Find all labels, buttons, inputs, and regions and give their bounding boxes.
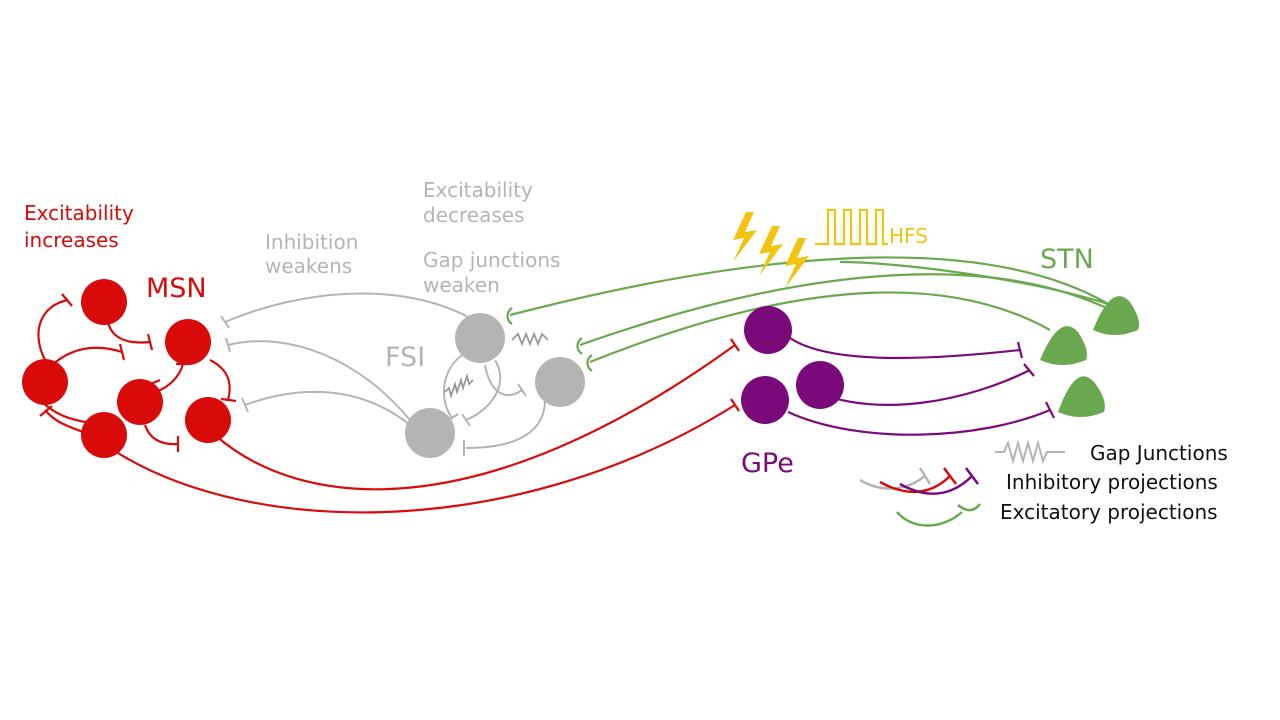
hfs-label: HFS [889, 224, 928, 248]
stn-cells [1040, 296, 1139, 417]
gpe-cells [741, 306, 844, 424]
fsi-excitability-line-2: decreases [423, 203, 524, 227]
legend-excitatory-label: Excitatory projections [1000, 500, 1218, 524]
spring-icon [995, 439, 1065, 465]
pulse-train-icon [815, 208, 888, 246]
fsi-cells [405, 313, 585, 458]
fsi-gap-junctions [444, 331, 549, 400]
diagram-labels: Excitability increases MSN Inhibition we… [24, 178, 1094, 479]
gap-note-line-2: weaken [423, 273, 500, 297]
fsi-label: FSI [385, 342, 425, 373]
inhibition-note-line-1: Inhibition [265, 230, 358, 254]
inhibition-note-line-2: weakens [265, 254, 352, 278]
legend-inhibitory-label: Inhibitory projections [1006, 470, 1218, 494]
msn-note-line-1: Excitability [24, 201, 134, 225]
fsi-excitability-line-1: Excitability [423, 178, 533, 202]
gap-note-line-1: Gap junctions [423, 248, 560, 272]
fsi-msn-projections [220, 292, 471, 426]
msn-cells [22, 279, 231, 458]
lightning-bolt-icon [733, 212, 809, 288]
stn-excitatory-projections [506, 256, 1121, 372]
legend: Gap Junctions Inhibitory projections Exc… [859, 439, 1228, 527]
gpe-label: GPe [741, 448, 794, 479]
msn-label: MSN [146, 273, 207, 304]
msn-note-line-2: increases [24, 228, 119, 252]
msn-gpe-projections [109, 338, 740, 514]
fsi-internal-projections [442, 354, 546, 456]
legend-excitatory-swatch [896, 503, 981, 527]
legend-inhibitory-swatch [859, 467, 979, 495]
legend-gap-label: Gap Junctions [1090, 441, 1228, 465]
stn-label: STN [1040, 244, 1094, 275]
